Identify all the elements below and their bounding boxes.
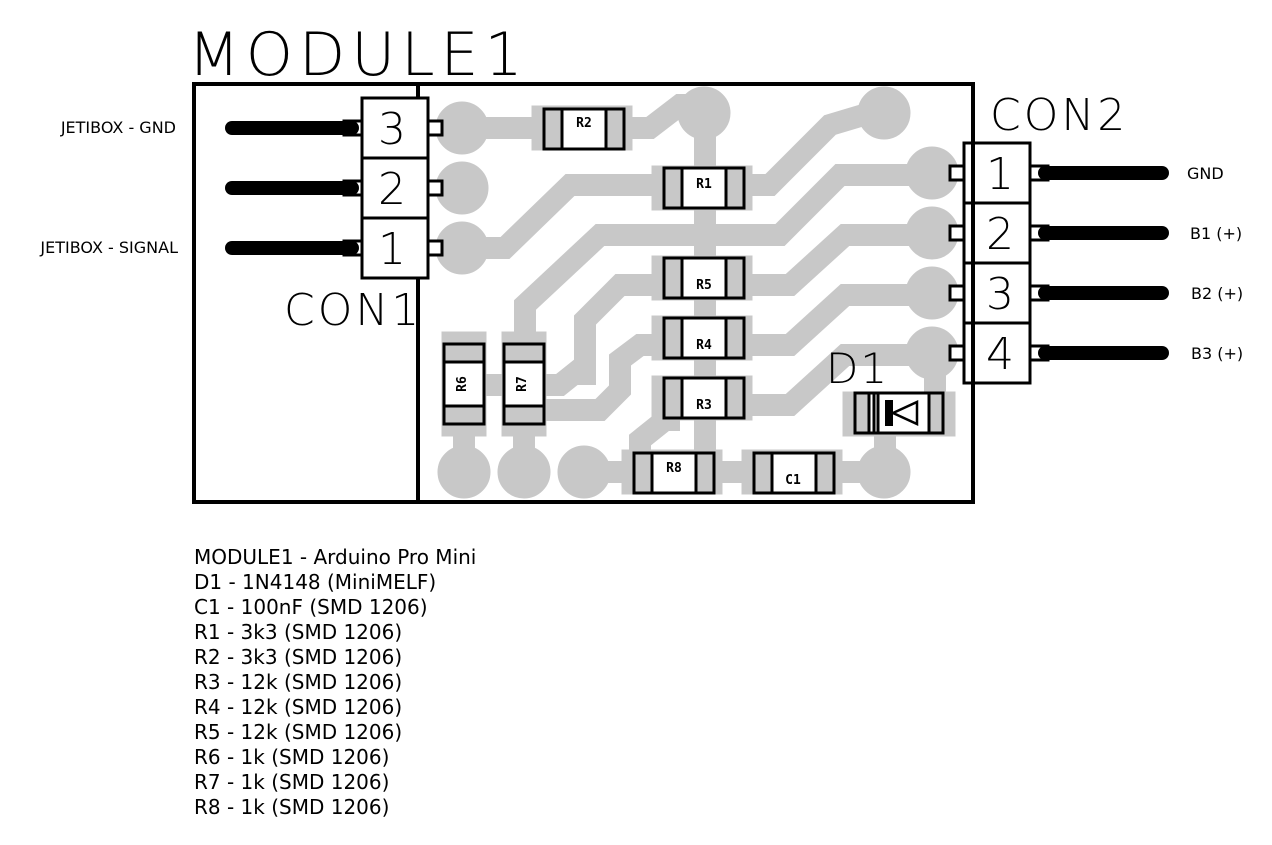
pad: [857, 86, 911, 140]
r3-label: R3: [696, 398, 712, 413]
con2-pin-4: 4: [986, 329, 1014, 380]
bom-line: R6 - 1k (SMD 1206): [194, 745, 390, 769]
bom-line: R5 - 12k (SMD 1206): [194, 720, 403, 744]
resistor-r4: R4: [662, 316, 746, 360]
pad: [435, 101, 489, 155]
diode-cathode-bar: [885, 400, 893, 426]
d1-label: D1: [826, 344, 889, 393]
diode-d1: [853, 391, 945, 435]
r5-label: R5: [696, 278, 712, 293]
resistor-r2: R2: [542, 107, 626, 151]
module-title: MODULE1: [188, 20, 529, 90]
diode-triangle-icon: [889, 400, 919, 426]
trace: [735, 284, 935, 356]
pad: [435, 161, 489, 215]
jetibox-signal-label: JETIBOX - SIGNAL: [39, 238, 178, 257]
c1-label: C1: [785, 473, 801, 488]
resistor-r7: R7: [502, 342, 546, 426]
con1-label: CON1: [284, 285, 422, 336]
resistor-r5: R5: [662, 256, 746, 300]
r4-label: R4: [696, 338, 712, 353]
pad: [435, 221, 489, 275]
b3-label: B3 (+): [1191, 344, 1243, 363]
b2-label: B2 (+): [1191, 284, 1243, 303]
trace: [735, 344, 935, 416]
bill-of-materials: MODULE1 - Arduino Pro Mini D1 - 1N4148 (…: [194, 545, 476, 820]
resistor-r1: R1: [662, 166, 746, 210]
pad: [437, 445, 491, 499]
gnd-label: GND: [1187, 164, 1224, 183]
r1-label: R1: [696, 177, 712, 192]
trace: [514, 164, 935, 345]
bom-line: D1 - 1N4148 (MiniMELF): [194, 570, 437, 594]
resistor-r3: R3: [662, 376, 746, 420]
jetibox-gnd-label: JETIBOX - GND: [60, 118, 176, 137]
bom-line: R1 - 3k3 (SMD 1206): [194, 620, 403, 644]
b1-label: B1 (+): [1190, 224, 1242, 243]
bom-line: MODULE1 - Arduino Pro Mini: [194, 545, 477, 569]
trace: [735, 224, 935, 296]
r6-label: R6: [455, 376, 470, 392]
bom-line: R8 - 1k (SMD 1206): [194, 795, 390, 819]
bom-line: R3 - 12k (SMD 1206): [194, 670, 403, 694]
con2: 1 2 3 4 CON2 GND B1 (+) B2 (+) B3 (+): [948, 84, 1243, 502]
con1-pin-3: 3: [378, 104, 406, 155]
bom-line: R2 - 3k3 (SMD 1206): [194, 645, 403, 669]
con1: 3 2 1 CON1 JETIBOX - GND JETIBOX - SIGNA…: [39, 96, 444, 336]
con1-pin-1: 1: [378, 224, 406, 275]
con2-pin-2: 2: [986, 209, 1014, 260]
con1-pin-2: 2: [378, 164, 406, 215]
r8-label: R8: [666, 461, 682, 476]
trace: [574, 274, 680, 385]
con2-label: CON2: [990, 90, 1128, 141]
resistor-r6: R6: [442, 342, 486, 426]
trace: [545, 334, 680, 421]
pad: [677, 86, 731, 140]
con2-pin-1: 1: [986, 149, 1014, 200]
resistor-r8: R8: [632, 451, 716, 495]
pad: [557, 445, 611, 499]
bom-line: R7 - 1k (SMD 1206): [194, 770, 390, 794]
bom-line: C1 - 100nF (SMD 1206): [194, 595, 428, 619]
con2-pin-3: 3: [986, 269, 1014, 320]
r7-label: R7: [515, 376, 530, 392]
r2-label: R2: [576, 116, 592, 131]
pad: [497, 445, 551, 499]
pad: [857, 445, 911, 499]
bom-line: R4 - 12k (SMD 1206): [194, 695, 403, 719]
capacitor-c1: C1: [752, 451, 836, 495]
